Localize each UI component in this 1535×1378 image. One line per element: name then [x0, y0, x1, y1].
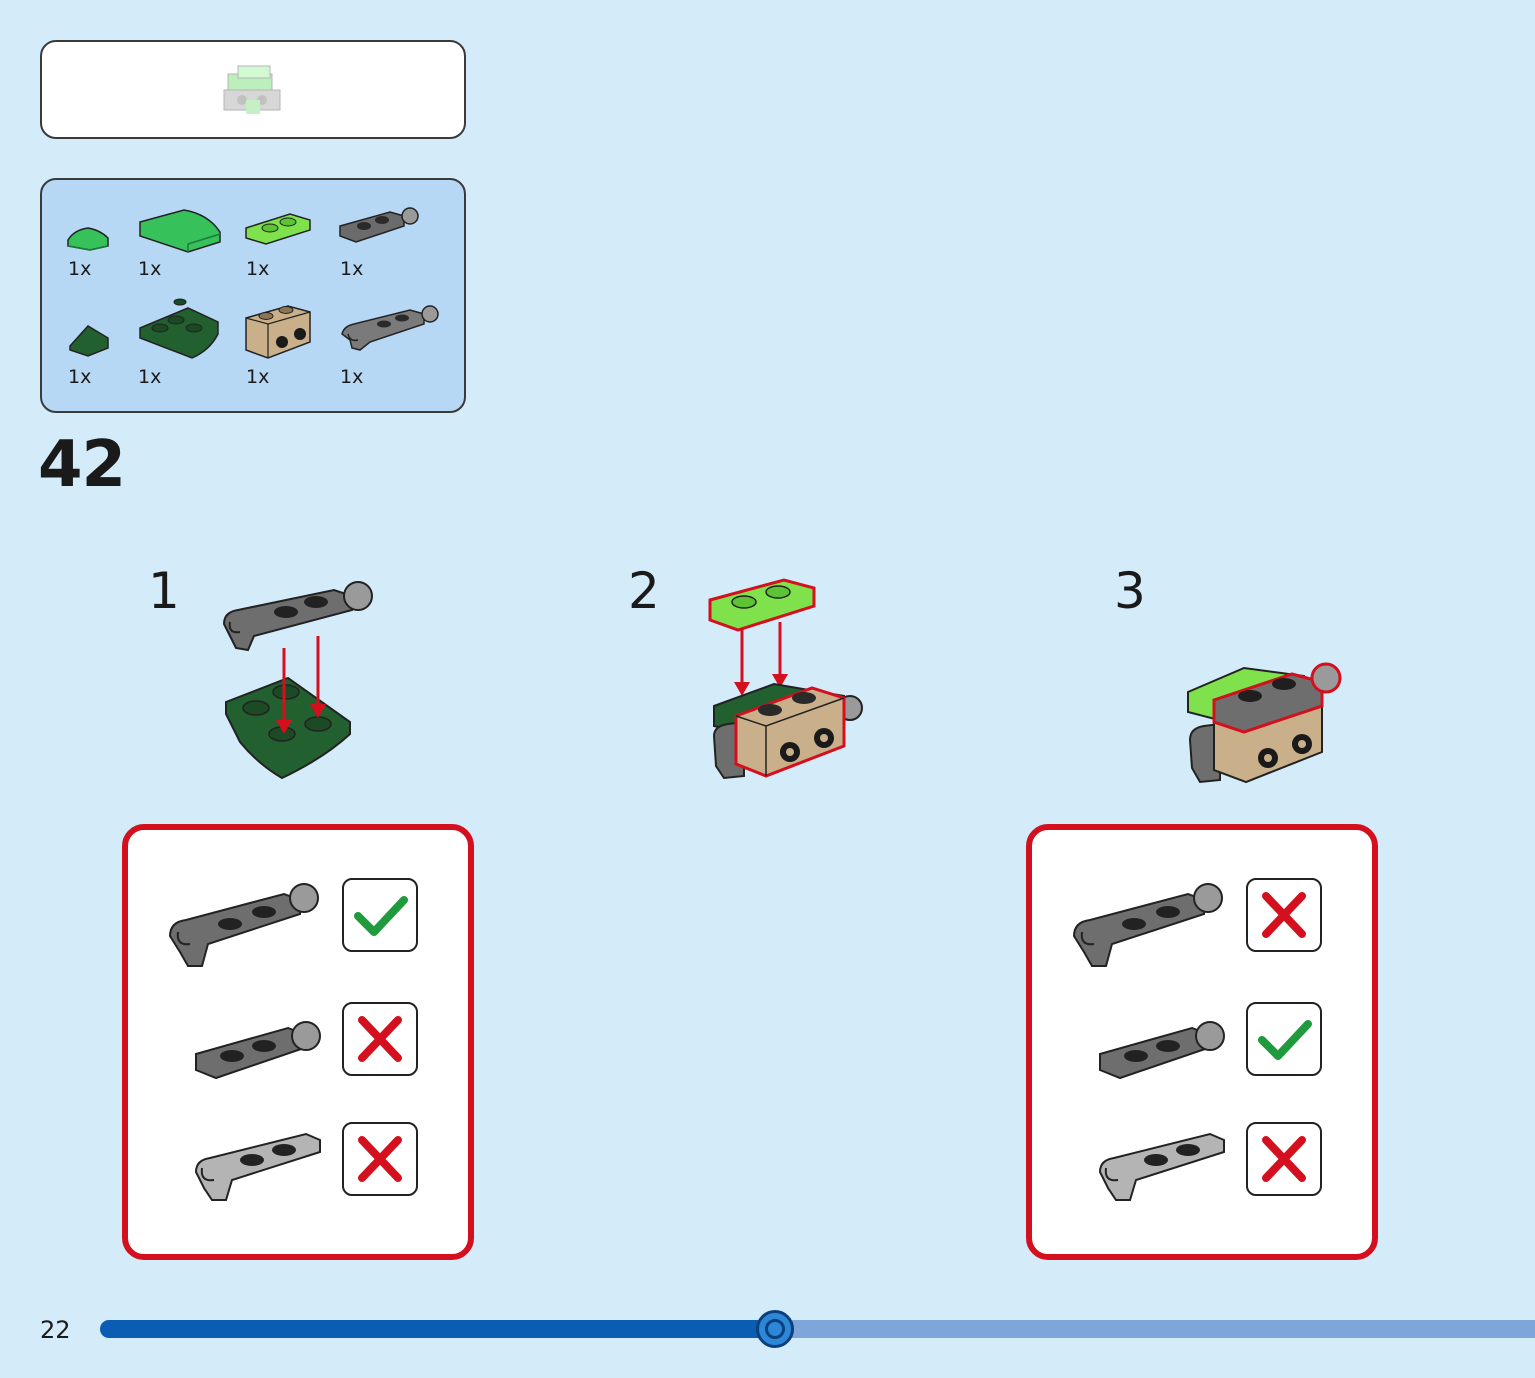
submodel-preview-icon — [223, 65, 281, 114]
plate-clip-ball-dark-option — [1072, 883, 1223, 967]
part-qty-1: 1x — [68, 258, 92, 280]
plate-clip-ball-dark-option — [168, 883, 319, 967]
part-check-panel-left — [122, 824, 474, 1260]
lime-plate-1x2-icon — [245, 213, 311, 245]
plate-ball-dark-option — [195, 1021, 321, 1080]
dark-green-inverted-curve-icon — [139, 298, 219, 359]
cross-icon — [358, 1016, 402, 1062]
green-curved-slope-1x1-icon — [67, 227, 109, 251]
wrong-mark — [1246, 878, 1322, 952]
check-icon — [354, 896, 408, 936]
progress-indicator — [756, 1310, 794, 1348]
part-qty-4: 1x — [340, 258, 364, 280]
plate-ball-dark-option — [1099, 1021, 1225, 1080]
grey-plate-clip-ball-icon — [341, 305, 439, 351]
substep-1-number: 1 — [148, 562, 180, 620]
wrong-mark — [342, 1002, 418, 1076]
cross-icon — [1262, 1136, 1306, 1182]
substep-3-illustration — [1187, 662, 1342, 784]
dark-green-slope-icon — [69, 325, 109, 357]
part-check-panel-right — [1026, 824, 1378, 1260]
correct-mark — [342, 878, 418, 952]
progress-bar-filled — [100, 1320, 776, 1338]
page-number: 22 — [40, 1316, 71, 1344]
progress-bar-track — [776, 1320, 1535, 1338]
parts-list: 1x 1x 1x 1x 1x 1x 1x 1x — [40, 178, 466, 413]
part-qty-3: 1x — [246, 258, 270, 280]
part-qty-6: 1x — [138, 366, 162, 388]
part-qty-7: 1x — [246, 366, 270, 388]
part-qty-2: 1x — [138, 258, 162, 280]
tan-bracket-icon — [245, 305, 311, 359]
dark-grey-plate-ball-icon — [339, 207, 419, 243]
cross-icon — [358, 1136, 402, 1182]
substep-1-illustration — [222, 581, 373, 780]
correct-mark — [1246, 1002, 1322, 1076]
cross-icon — [1262, 892, 1306, 938]
submodel-preview — [40, 40, 466, 139]
step-number: 42 — [38, 428, 126, 502]
green-curved-slope-2x2-icon — [139, 209, 221, 253]
plate-clip-light-option — [1098, 1132, 1225, 1201]
wrong-mark — [342, 1122, 418, 1196]
substep-2-number: 2 — [628, 562, 660, 620]
part-qty-5: 1x — [68, 366, 92, 388]
wrong-mark — [1246, 1122, 1322, 1196]
substep-2-illustration — [708, 578, 863, 780]
check-icon — [1258, 1020, 1312, 1060]
plate-clip-light-option — [194, 1132, 321, 1201]
substep-3-number: 3 — [1114, 562, 1146, 620]
part-qty-8: 1x — [340, 366, 364, 388]
